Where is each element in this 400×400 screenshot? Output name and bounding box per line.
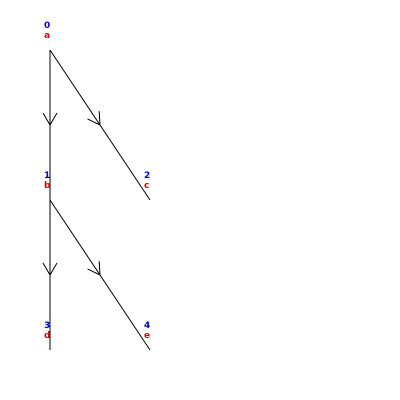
node-id-text: 3: [44, 321, 50, 331]
nodes-layer: 0a 1b 2c 3d 4e: [44, 21, 150, 341]
node-id-text: 1: [44, 171, 50, 181]
node-0: 0a: [44, 21, 50, 41]
node-id-text: 2: [144, 171, 150, 181]
node-1: 1b: [44, 171, 51, 191]
node-label-text: e: [144, 331, 150, 341]
node-4: 4e: [144, 321, 150, 341]
node-label-text: c: [144, 181, 149, 191]
node-3: 3d: [44, 321, 50, 341]
node-label-text: b: [44, 181, 51, 191]
edges-layer: [42, 49, 151, 351]
node-id-text: 0: [44, 21, 50, 31]
node-2: 2c: [144, 171, 150, 191]
arrowhead-1-4: [87, 261, 101, 276]
arrowhead-1-3: [42, 262, 58, 276]
node-label-text: a: [44, 31, 50, 41]
node-label-text: d: [44, 331, 50, 341]
node-id-text: 4: [144, 321, 150, 331]
arrowhead-0-2: [87, 111, 101, 126]
arrowhead-0-1: [42, 112, 58, 126]
